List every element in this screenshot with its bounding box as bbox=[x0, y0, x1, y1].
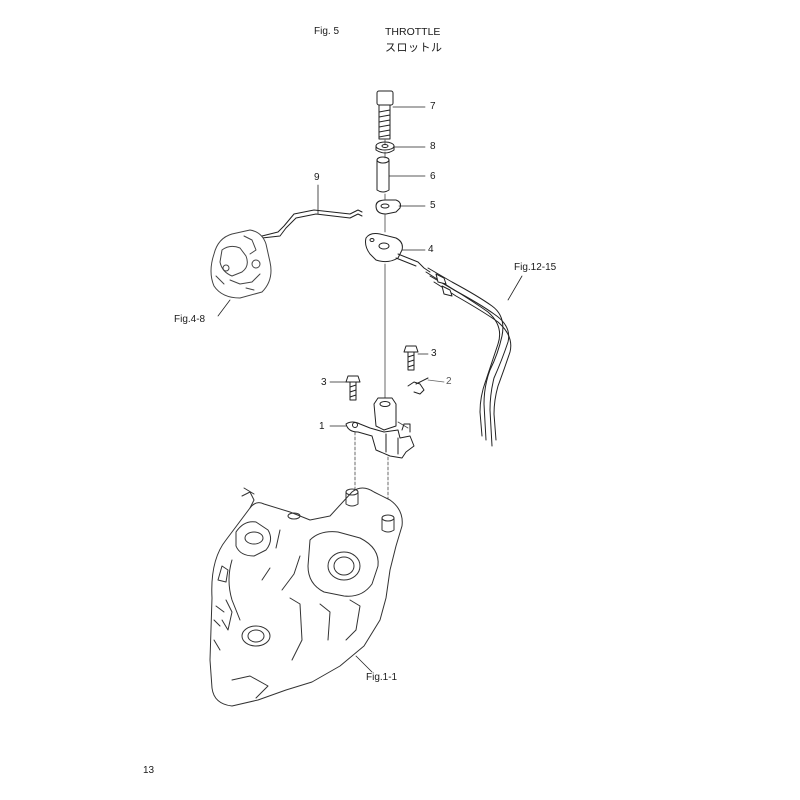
callout-7: 7 bbox=[430, 101, 436, 112]
bolt-part-3-left bbox=[345, 375, 361, 401]
callout-8: 8 bbox=[430, 141, 436, 152]
carburetor-outline bbox=[210, 229, 272, 299]
leader-lines bbox=[217, 106, 523, 673]
callout-3-right: 3 bbox=[431, 348, 437, 359]
collar-part-6 bbox=[376, 156, 390, 193]
ref-crankcase: Fig.1-1 bbox=[366, 672, 398, 683]
throttle-lever-part-4 bbox=[365, 233, 431, 273]
crankcase-casting bbox=[209, 487, 403, 707]
callout-5: 5 bbox=[430, 200, 436, 211]
bolt-part-3-right bbox=[403, 345, 419, 371]
figure-number: Fig. 5 bbox=[314, 26, 340, 37]
page-title: THROTTLE bbox=[385, 26, 441, 38]
throttle-cable bbox=[425, 267, 512, 447]
callout-3-left: 3 bbox=[321, 377, 327, 388]
clip-part-2 bbox=[407, 377, 429, 395]
bolt-part-7 bbox=[376, 90, 394, 140]
bracket-part-1 bbox=[345, 397, 415, 459]
page-subtitle: スロットル bbox=[385, 42, 443, 54]
callout-1: 1 bbox=[319, 421, 325, 432]
callout-4: 4 bbox=[428, 244, 434, 255]
assembly-guide-lines bbox=[354, 139, 409, 501]
callout-6: 6 bbox=[430, 171, 436, 182]
callout-9: 9 bbox=[314, 172, 320, 183]
link-rod-part-9 bbox=[261, 209, 363, 239]
bushing-part-5 bbox=[375, 199, 401, 215]
page-number: 13 bbox=[143, 765, 155, 776]
ref-carburetor: Fig.4-8 bbox=[174, 314, 206, 325]
ref-cable: Fig.12-15 bbox=[514, 262, 557, 273]
callout-2: 2 bbox=[446, 376, 452, 387]
